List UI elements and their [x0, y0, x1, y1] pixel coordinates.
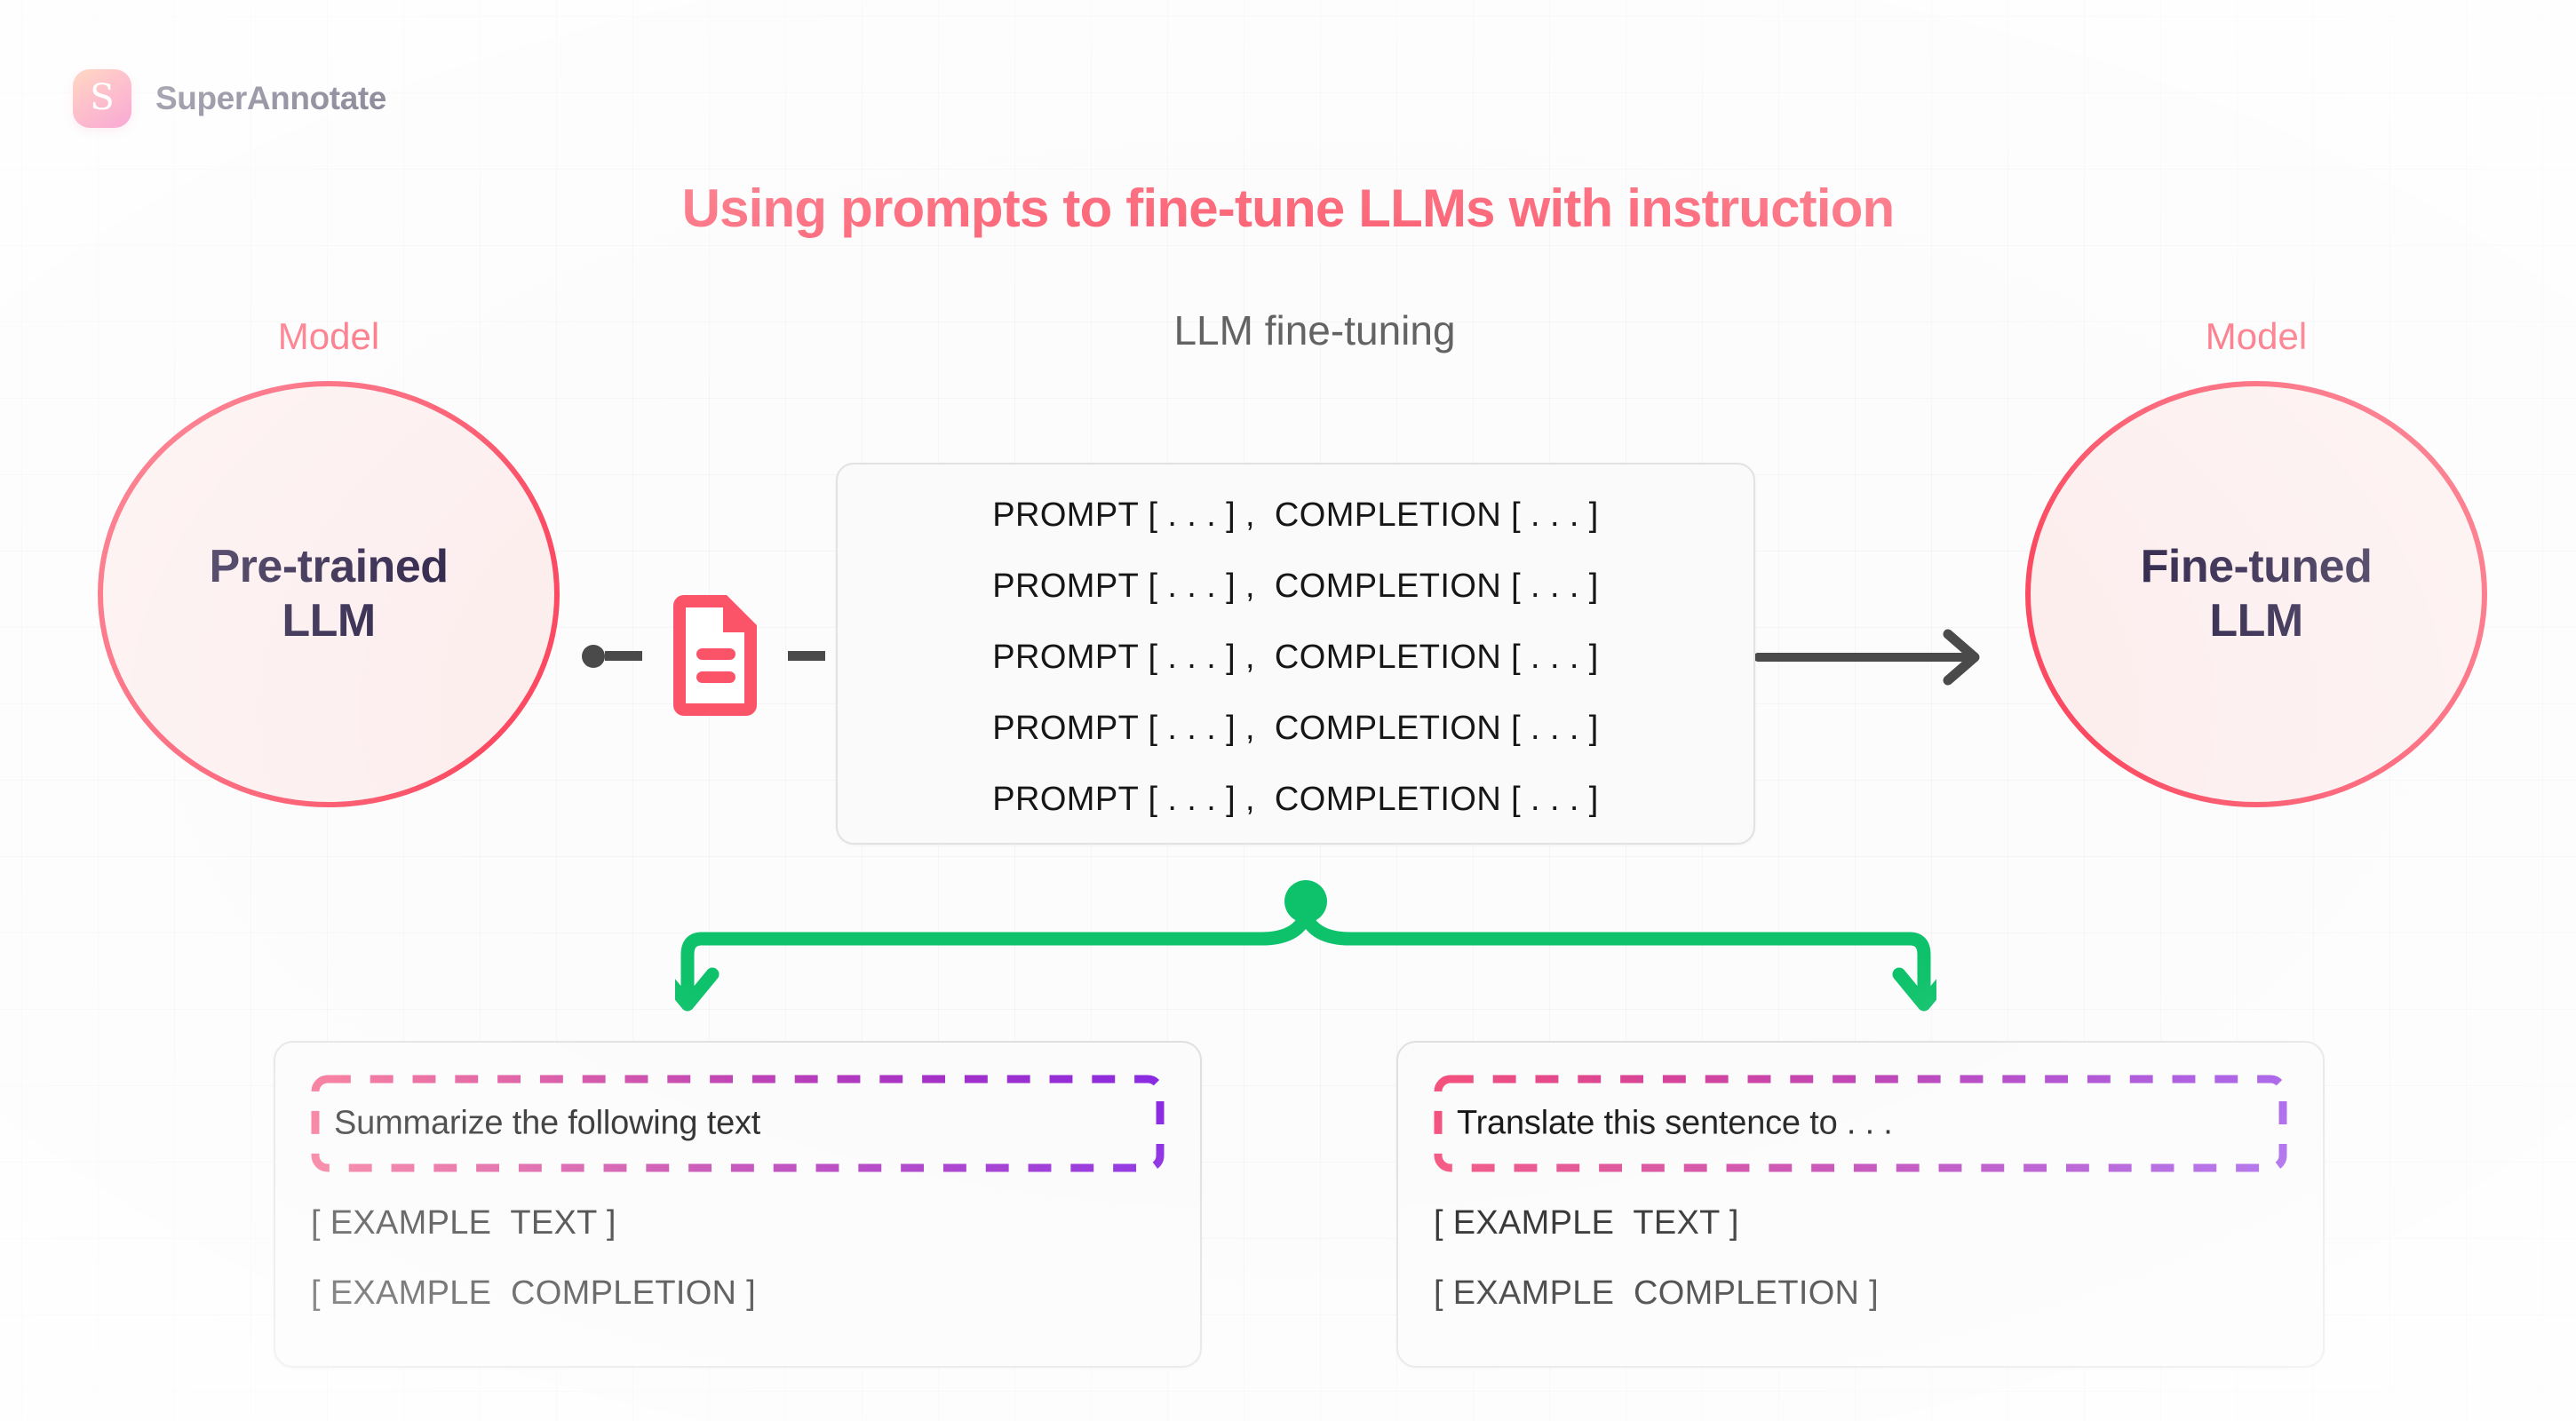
pre-trained-llm-label-line2: LLM	[282, 595, 376, 647]
dataset-line: PROMPT [ . . . ] , COMPLETION [ . . . ]	[992, 639, 1599, 676]
branch-split-arrow-icon	[675, 880, 1936, 1012]
pre-trained-llm-label-line1: Pre-trained	[209, 540, 449, 592]
dataset-panel: PROMPT [ . . . ] , COMPLETION [ . . . ] …	[836, 463, 1755, 845]
example-completion-line: [ EXAMPLE COMPLETION ]	[1434, 1274, 1880, 1312]
instruction-frame: Summarize the following text	[311, 1075, 1165, 1172]
example-text-line: [ EXAMPLE TEXT ]	[1434, 1204, 1739, 1242]
connector-dash-left	[605, 651, 642, 661]
example-text-line: [ EXAMPLE TEXT ]	[311, 1204, 616, 1242]
dataset-line: PROMPT [ . . . ] , COMPLETION [ . . . ]	[992, 496, 1599, 534]
brand-logo: S SuperAnnotate	[73, 69, 386, 128]
connector-dot	[582, 645, 605, 668]
dataset-line: PROMPT [ . . . ] , COMPLETION [ . . . ]	[992, 781, 1599, 818]
fine-tuned-llm-node: Fine-tuned LLM	[2025, 381, 2487, 807]
instruction-text: Translate this sentence to . . .	[1457, 1104, 1893, 1142]
pre-trained-model-group: Model Pre-trained LLM	[98, 315, 560, 807]
model-caption-left: Model	[277, 315, 380, 357]
dataset-line: PROMPT [ . . . ] , COMPLETION [ . . . ]	[992, 710, 1599, 747]
superannotate-s-logo-icon: S	[73, 69, 131, 128]
page-title: Using prompts to fine-tune LLMs with ins…	[681, 179, 1896, 238]
connector-dash-right	[788, 651, 825, 661]
logo-letter: S	[90, 77, 115, 118]
section-label: LLM fine-tuning	[1173, 307, 1456, 353]
document-icon	[673, 595, 757, 716]
dataset-line: PROMPT [ . . . ] , COMPLETION [ . . . ]	[992, 568, 1599, 605]
example-card-translate: Translate this sentence to . . . [ EXAMP…	[1396, 1041, 2325, 1368]
pre-trained-llm-node: Pre-trained LLM	[98, 381, 560, 807]
example-completion-line: [ EXAMPLE COMPLETION ]	[311, 1274, 757, 1312]
arrow-right-icon	[1754, 629, 1980, 686]
fine-tuned-llm-label-line1: Fine-tuned	[2140, 540, 2373, 592]
brand-name: SuperAnnotate	[155, 80, 386, 116]
model-caption-right: Model	[2205, 315, 2308, 357]
example-card-summarize: Summarize the following text [ EXAMPLE T…	[274, 1041, 1202, 1368]
fine-tuned-model-group: Model Fine-tuned LLM	[2025, 315, 2487, 807]
fine-tuned-llm-label-line2: LLM	[2209, 595, 2303, 647]
instruction-frame: Translate this sentence to . . .	[1434, 1075, 2287, 1172]
branch-node-dot	[1284, 880, 1327, 923]
instruction-text: Summarize the following text	[334, 1104, 761, 1142]
